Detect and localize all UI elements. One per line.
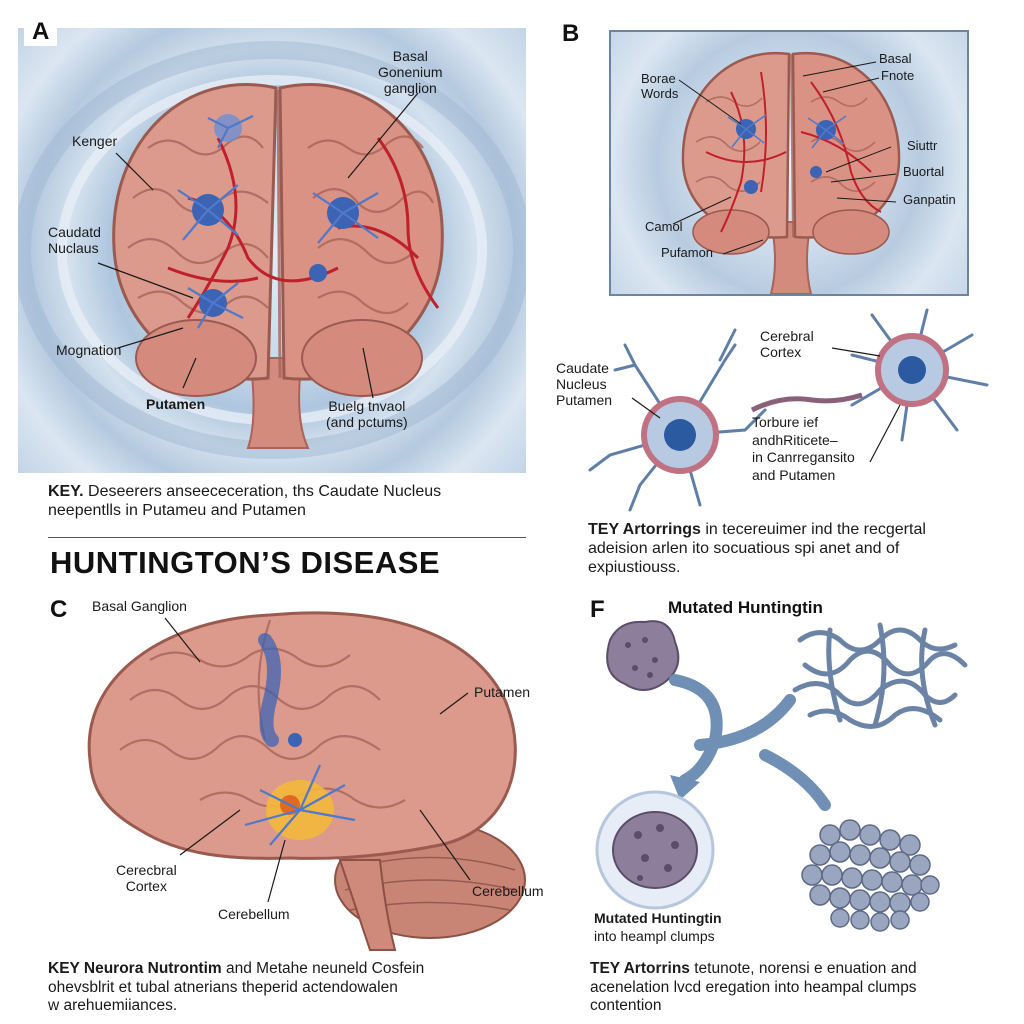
panel-f-key-prefix: TEY Artorrins bbox=[590, 960, 690, 977]
label-siuttr: Siuttr bbox=[907, 138, 938, 153]
title-divider bbox=[48, 537, 526, 538]
label-camol: Camol bbox=[645, 219, 683, 234]
panel-c-key-prefix: KEY Neurora Nutrontim bbox=[48, 960, 222, 977]
panel-a-letter: A bbox=[24, 18, 58, 46]
brain-illustration bbox=[18, 41, 526, 459]
panel-b-illustration: Borae Words Basal Fnote Siuttr Buortal G… bbox=[609, 30, 969, 296]
label-pufamon: Pufamon bbox=[661, 245, 714, 260]
label-neuron-middle: Torbure ief andhRiticete– in Canrregansi… bbox=[752, 414, 855, 483]
panel-f-key-text: tetunote, norensi e enuation and acenela… bbox=[590, 960, 917, 1015]
panel-a-key-prefix: KEY. bbox=[48, 483, 84, 500]
panel-f-heading: Mutated Huntingtin bbox=[668, 598, 823, 617]
label-cerebellum-bottom: Cerebellum bbox=[218, 906, 290, 922]
curved-arrow-icon bbox=[669, 674, 831, 811]
page-title: HUNTINGTON’S DISEASE bbox=[50, 545, 441, 580]
label-putamen: Putamen bbox=[146, 396, 206, 412]
panel-a-key: KEY. Deseerers anseececeration, ths Caud… bbox=[48, 482, 526, 520]
neuron-illustration bbox=[588, 328, 767, 512]
label-caudate: Caudatd Nuclaus bbox=[48, 224, 101, 257]
label-clump-bold: Mutated Huntingtin bbox=[594, 910, 722, 926]
neuron-illustration bbox=[850, 308, 989, 442]
panel-c-key: KEY Neurora Nutrontim and Metahe neuneld… bbox=[48, 960, 548, 1016]
label-basal-b: Basal bbox=[879, 51, 912, 66]
brain-illustration bbox=[672, 51, 901, 294]
label-ganpatin: Ganpatin bbox=[903, 192, 956, 207]
panel-f-key: TEY Artorrins tetunote, norensi e enuati… bbox=[590, 960, 1010, 1016]
panel-c-key-text: and Metahe neuneld Cosfein ohevsblrit et… bbox=[48, 960, 425, 1015]
label-cerebral-cortex-b: Cerebral Cortex bbox=[760, 328, 814, 361]
label-fnote: Fnote bbox=[881, 68, 915, 83]
panel-b-letter: B bbox=[562, 20, 580, 47]
label-magnation: Mognation bbox=[56, 342, 122, 358]
label-basal: Basal Gonenium ganglion bbox=[378, 48, 443, 97]
label-bottom-right: Buelg tnvaol (and pctums) bbox=[326, 398, 408, 431]
panel-c-letter: C bbox=[50, 596, 68, 623]
label-clump: into heampl clumps bbox=[594, 928, 715, 944]
neuron-illustration bbox=[177, 114, 379, 329]
label-cerebellum-right: Cerebellum bbox=[472, 883, 544, 899]
label-basal-ganglion: Basal Ganglion bbox=[92, 598, 187, 614]
panel-a-illustration: Basal Gonenium ganglion Kenger Caudatd N… bbox=[18, 28, 526, 473]
label-buortal: Buortal bbox=[903, 164, 945, 179]
panel-b-key-prefix: TEY Artorrings bbox=[588, 521, 701, 538]
panel-f-letter: F bbox=[590, 596, 605, 623]
panel-b-key-text: in tecereuimer ind the recgertal adeisio… bbox=[588, 521, 926, 577]
panel-b-key: TEY Artorrings in tecereuimer ind the re… bbox=[588, 520, 1008, 578]
label-putamen-c: Putamen bbox=[474, 684, 531, 700]
label-kenger: Kenger bbox=[72, 133, 118, 149]
label-borae-words: Borae Words bbox=[641, 71, 679, 101]
panel-a-key-text: Deseerers anseececeration, ths Caudate N… bbox=[48, 483, 442, 520]
label-cerebral-cortex-c: Cerecbral Cortex bbox=[116, 862, 177, 895]
label-caudate-nucleus-putamen: Caudate Nucleus Putamen bbox=[556, 360, 613, 409]
